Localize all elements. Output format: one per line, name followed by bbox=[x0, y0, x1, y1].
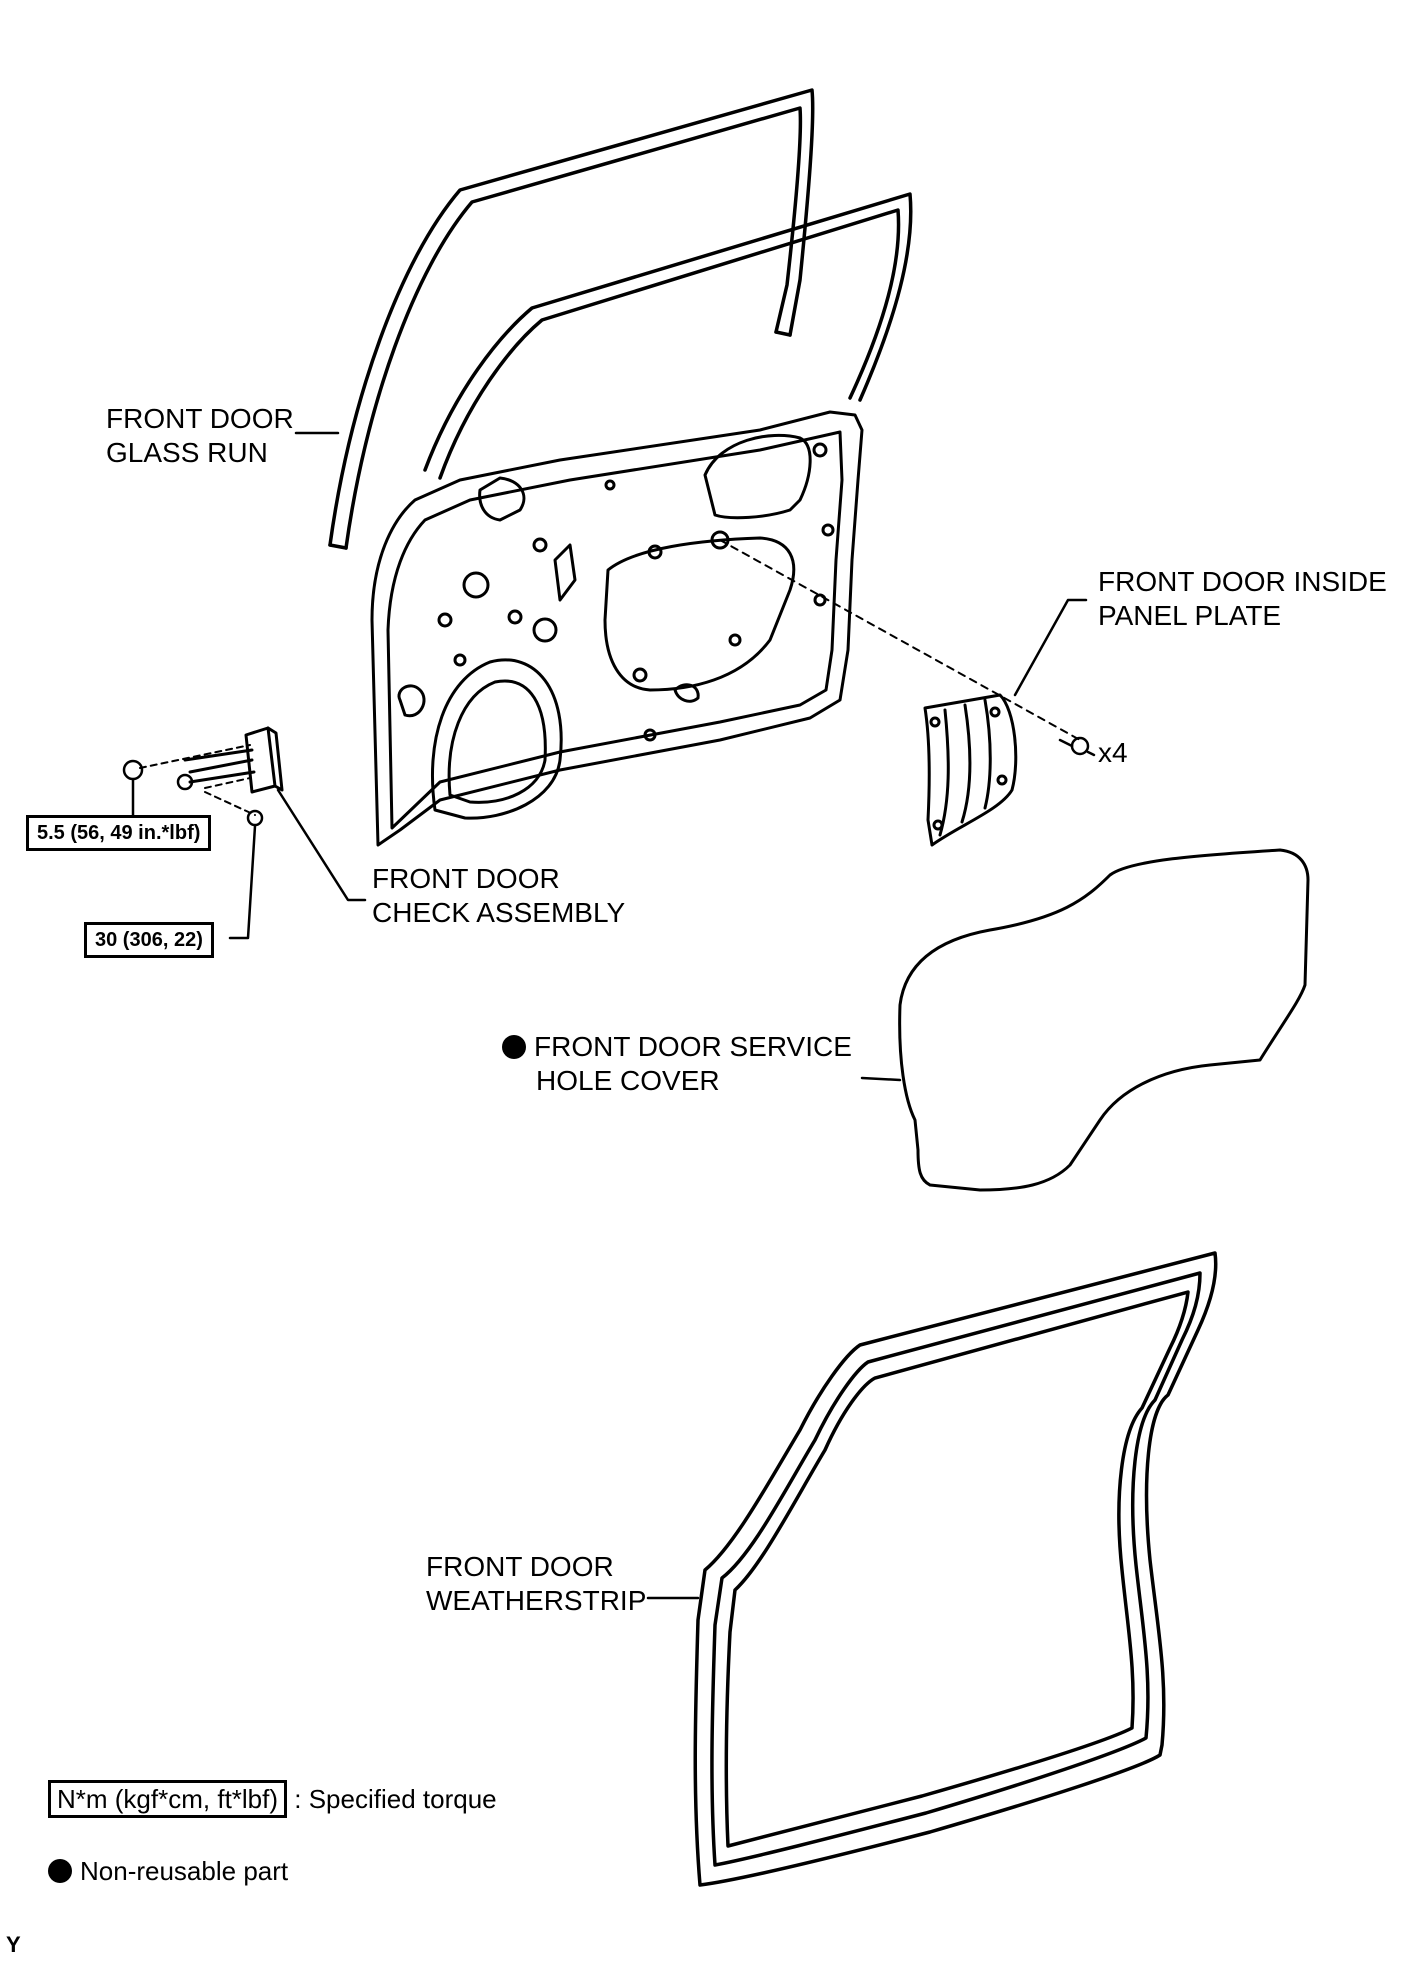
weatherstrip-label-line1: FRONT DOOR bbox=[426, 1551, 614, 1582]
legend-torque-text: : Specified torque bbox=[294, 1784, 497, 1814]
torque-nut-label: 5.5 (56, 49 in.*lbf) bbox=[26, 815, 212, 851]
panel-plate-leader bbox=[719, 539, 1081, 741]
service-hole-cover-label-text: FRONT DOOR SERVICE bbox=[534, 1031, 852, 1062]
front-door-weatherstrip bbox=[693, 1251, 1218, 1887]
service-hole-cover-label-line1: FRONT DOOR SERVICE bbox=[502, 1030, 852, 1064]
legend-nonreusable: Non-reusable part bbox=[48, 1854, 288, 1888]
glass-run-label-line2: GLASS RUN bbox=[106, 437, 268, 468]
glass-run-label-line1: FRONT DOOR bbox=[106, 403, 294, 434]
inside-panel-plate-label: FRONT DOOR INSIDE PANEL PLATE bbox=[1098, 565, 1387, 633]
service-hole-cover-label-line2: HOLE COVER bbox=[536, 1065, 720, 1096]
inside-panel-plate-label-line2: PANEL PLATE bbox=[1098, 600, 1282, 631]
label-leaders bbox=[294, 431, 1088, 1600]
check-assembly-dashes bbox=[139, 744, 256, 816]
front-door-panel bbox=[370, 410, 864, 847]
check-assembly-label-line1: FRONT DOOR bbox=[372, 863, 560, 894]
weatherstrip-label-line2: WEATHERSTRIP bbox=[426, 1585, 647, 1616]
bolt-x4 bbox=[1058, 736, 1096, 757]
inside-panel-plate-label-line1: FRONT DOOR INSIDE bbox=[1098, 566, 1387, 597]
check-bolt-small bbox=[176, 773, 194, 791]
non-reusable-dot-icon bbox=[48, 1859, 72, 1883]
torque-bolt-label: 30 (306, 22) bbox=[84, 922, 214, 958]
front-door-inside-panel-plate bbox=[923, 693, 1018, 847]
check-assembly-label-line2: CHECK ASSEMBLY bbox=[372, 897, 626, 928]
check-leaders bbox=[131, 778, 367, 940]
legend-nonreusable-text: Non-reusable part bbox=[80, 1856, 289, 1886]
front-door-glass-run bbox=[328, 88, 913, 550]
check-nut bbox=[122, 759, 144, 781]
front-door-service-hole-cover bbox=[898, 848, 1310, 1192]
front-door-check-assembly bbox=[183, 726, 284, 794]
service-hole-cover-label: FRONT DOOR SERVICE HOLE COVER bbox=[502, 1030, 852, 1098]
legend-torque: N*m (kgf*cm, ft*lbf) : Specified torque bbox=[48, 1780, 497, 1818]
glass-run-label: FRONT DOOR GLASS RUN bbox=[106, 402, 294, 470]
corner-mark: Y bbox=[6, 1932, 21, 1957]
weatherstrip-label: FRONT DOOR WEATHERSTRIP bbox=[426, 1550, 646, 1618]
check-bolt bbox=[246, 809, 264, 827]
quantity-label: x4 bbox=[1098, 737, 1128, 768]
non-reusable-dot-icon bbox=[502, 1035, 526, 1059]
check-assembly-label: FRONT DOOR CHECK ASSEMBLY bbox=[372, 862, 625, 930]
legend-torque-box: N*m (kgf*cm, ft*lbf) bbox=[48, 1780, 288, 1818]
